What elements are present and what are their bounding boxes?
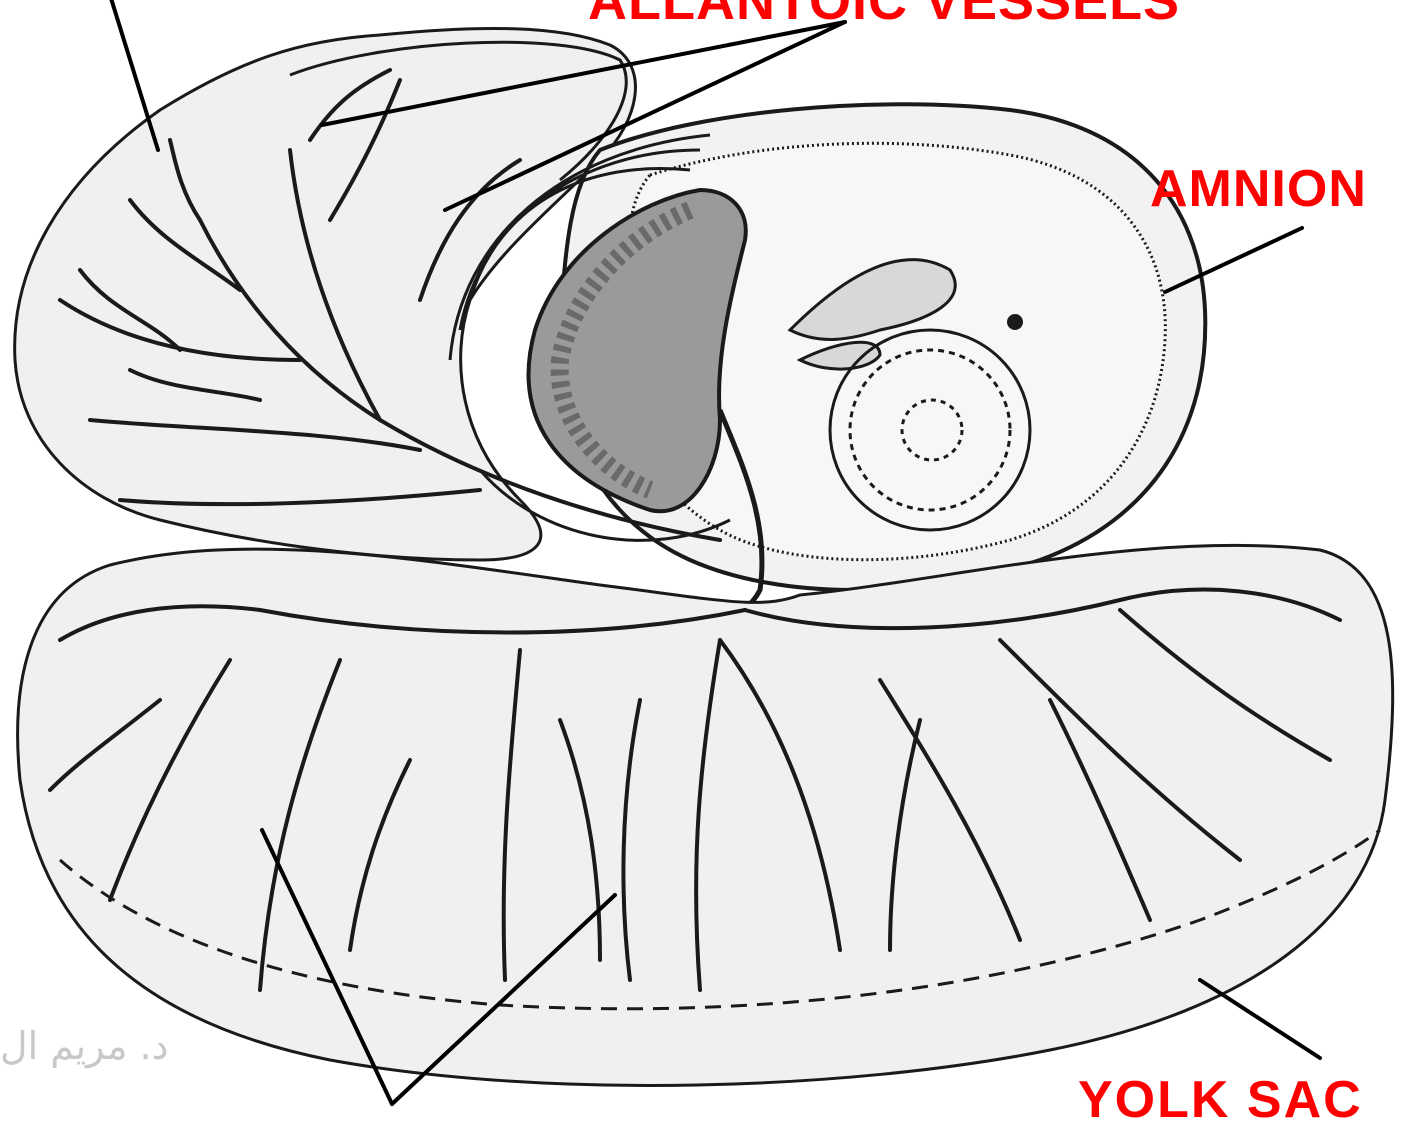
pointer-chorion bbox=[110, 0, 158, 150]
eye-dot bbox=[1007, 314, 1023, 330]
amnion-label: AMNION bbox=[1150, 163, 1367, 215]
allantoic-vessels-label: ALLANTOIC VESSELS bbox=[588, 0, 1180, 28]
pointer-yolk-sac bbox=[1200, 980, 1320, 1058]
watermark: د. مريم ال bbox=[0, 1024, 169, 1068]
yolk-sac-label: YOLK SAC bbox=[1078, 1074, 1363, 1126]
